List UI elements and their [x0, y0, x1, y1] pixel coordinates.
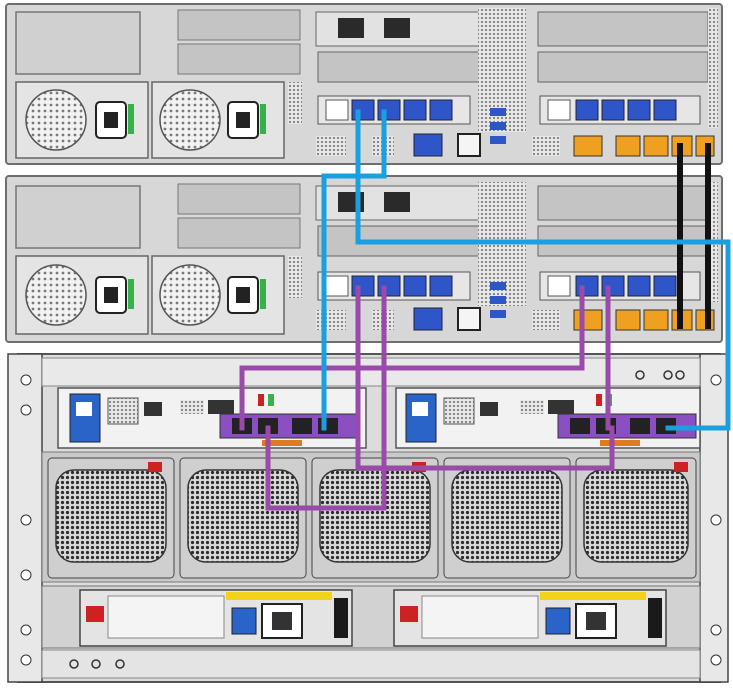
psu-2 [152, 82, 284, 158]
network-port-icon [644, 310, 668, 330]
pcie-port-icon [352, 276, 374, 296]
psu-led-icon [260, 279, 266, 309]
controller-latch-icon [70, 394, 100, 442]
pcie-port-icon [352, 100, 374, 120]
rj45-port-icon [458, 308, 480, 330]
sas-port-icon [292, 418, 312, 434]
network-port-icon [574, 136, 602, 156]
pcie-port-icon [404, 276, 426, 296]
usb-port-icon [490, 282, 506, 290]
controller-latch-icon [406, 394, 436, 442]
fan-module-5 [576, 458, 696, 578]
pcie-port-icon [602, 276, 624, 296]
pcie-card-b [540, 272, 700, 300]
sas-port-icon [630, 418, 650, 434]
warning-label [226, 592, 332, 600]
psu-2 [152, 256, 284, 334]
psu-led-icon [128, 279, 134, 309]
warning-label [540, 592, 646, 600]
usb-port-icon [490, 108, 506, 116]
pcie-card-a [318, 272, 470, 300]
usb-port-icon [490, 136, 506, 144]
psu-led-icon [128, 104, 134, 134]
pcie-port-icon [654, 100, 676, 120]
fan-module-4 [444, 458, 570, 578]
pcie-port-icon [378, 100, 400, 120]
server-node-top [6, 4, 722, 164]
psu-fault-icon [86, 606, 104, 622]
pcie-port-icon [654, 276, 676, 296]
pcie-port-icon [576, 100, 598, 120]
fan-fault-icon [674, 462, 688, 472]
fan-module-2 [180, 458, 306, 578]
controller-a [58, 388, 366, 448]
fan-module-1 [48, 458, 174, 578]
sas-port-icon [318, 418, 338, 434]
vga-port-icon [414, 134, 442, 156]
usb-port-icon [490, 122, 506, 130]
rj45-port-icon [458, 134, 480, 156]
pcie-port-icon [430, 276, 452, 296]
psu-1 [16, 256, 148, 334]
network-port-icon [616, 136, 640, 156]
status-led-icon [258, 394, 264, 406]
server-node-bottom [6, 176, 722, 342]
power-switch-icon [648, 598, 662, 638]
enclosure-psu-a [80, 590, 352, 646]
power-switch-icon [334, 598, 348, 638]
network-port-icon [616, 310, 640, 330]
label-strip [288, 82, 302, 124]
blank-bay [16, 12, 140, 74]
controller-b [396, 388, 700, 448]
sas-port-icon [570, 418, 590, 434]
fan-module-3 [312, 458, 438, 578]
storage-enclosure [8, 354, 728, 682]
network-port-icon [574, 310, 602, 330]
enclosure-psu-b [394, 590, 666, 646]
label-strip [288, 256, 302, 298]
pcie-port-icon [404, 100, 426, 120]
status-led-icon [268, 394, 274, 406]
vga-port-icon [414, 308, 442, 330]
status-led-icon [596, 394, 602, 406]
pcie-port-icon [576, 276, 598, 296]
psu-led-icon [260, 104, 266, 134]
fan-fault-icon [148, 462, 162, 472]
usb-port-icon [490, 296, 506, 304]
pcie-port-icon [628, 100, 650, 120]
blank-bay [16, 186, 140, 248]
pcie-port-icon [430, 100, 452, 120]
psu-fault-icon [400, 606, 418, 622]
psu-1 [16, 82, 148, 158]
pcie-port-icon [602, 100, 624, 120]
pcie-port-icon [378, 276, 400, 296]
pcie-port-icon [628, 276, 650, 296]
usb-port-icon [490, 310, 506, 318]
pcie-card-a [318, 96, 470, 124]
network-port-icon [644, 136, 668, 156]
pcie-card-b [540, 96, 700, 124]
